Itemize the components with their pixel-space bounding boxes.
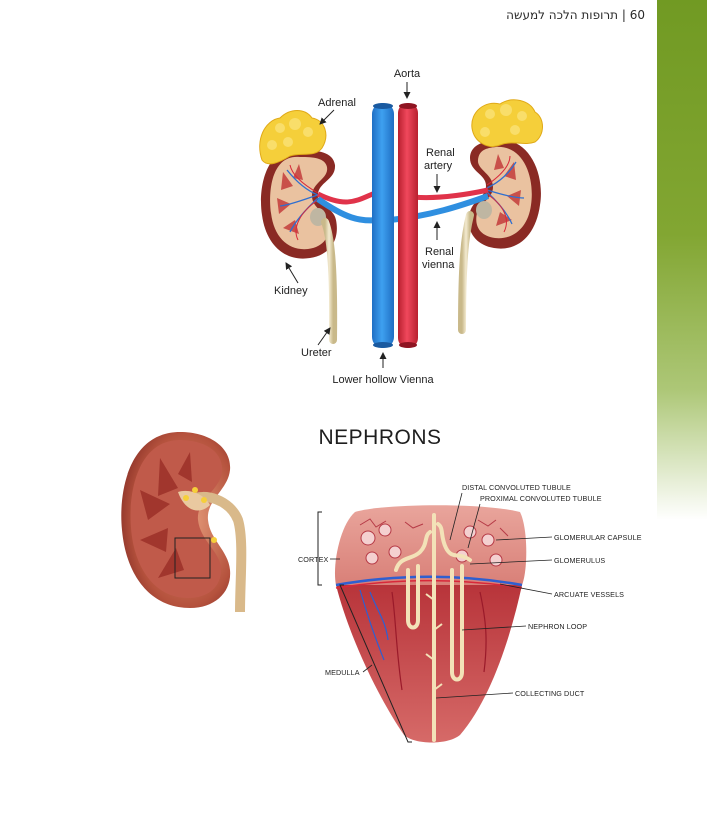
page-header: 60 | תרופות הלכה למעשה: [506, 8, 645, 22]
left-renal-artery: [316, 189, 379, 205]
green-sidebar-tab: [657, 0, 707, 520]
label-medulla: MEDULLA: [325, 668, 360, 677]
label-collecting-duct: COLLECTING DUCT: [515, 689, 585, 698]
nephron-wedge: [334, 505, 527, 743]
header-separator: |: [621, 8, 626, 22]
label-nephron-loop: NEPHRON LOOP: [528, 622, 587, 631]
label-cortex: CORTEX: [298, 555, 329, 564]
label-renal-artery-line1: Renal: [426, 147, 455, 159]
vena-cava: [372, 103, 394, 348]
book-title: תרופות הלכה למעשה: [506, 8, 619, 22]
label-arcuate-vessels: ARCUATE VESSELS: [554, 590, 624, 599]
label-aorta: Aorta: [394, 68, 421, 80]
nephrons-title: NEPHRONS: [318, 426, 441, 449]
label-adrenal: Adrenal: [318, 97, 356, 109]
label-renal-vienna-line2: vienna: [422, 259, 455, 271]
label-renal-vienna-line1: Renal: [425, 246, 454, 258]
nephron-labels: DISTAL CONVOLUTED TUBULE PROXIMAL CONVOL…: [435, 483, 642, 699]
page-number: 60: [629, 8, 645, 22]
right-kidney: [458, 99, 543, 334]
kidney-cross-section: [121, 432, 247, 613]
label-ureter: Ureter: [301, 347, 332, 359]
label-distal-convoluted-tubule: DISTAL CONVOLUTED TUBULE: [462, 483, 571, 492]
label-glomerular-capsule: GLOMERULAR CAPSULE: [554, 533, 642, 542]
label-lower-hollow-vienna: Lower hollow Vienna: [332, 374, 434, 386]
label-renal-artery-line2: artery: [424, 160, 453, 172]
medulla-region: [336, 585, 522, 743]
label-glomerulus: GLOMERULUS: [554, 556, 605, 565]
aorta: [398, 103, 418, 348]
kidney-anatomy-diagram: Aorta Adrenal Renal artery Renal vienna …: [259, 68, 543, 386]
label-kidney: Kidney: [274, 285, 308, 297]
left-kidney: [259, 110, 338, 344]
label-proximal-convoluted-tubule: PROXIMAL CONVOLUTED TUBULE: [480, 494, 602, 503]
cortex-region: [334, 505, 527, 585]
